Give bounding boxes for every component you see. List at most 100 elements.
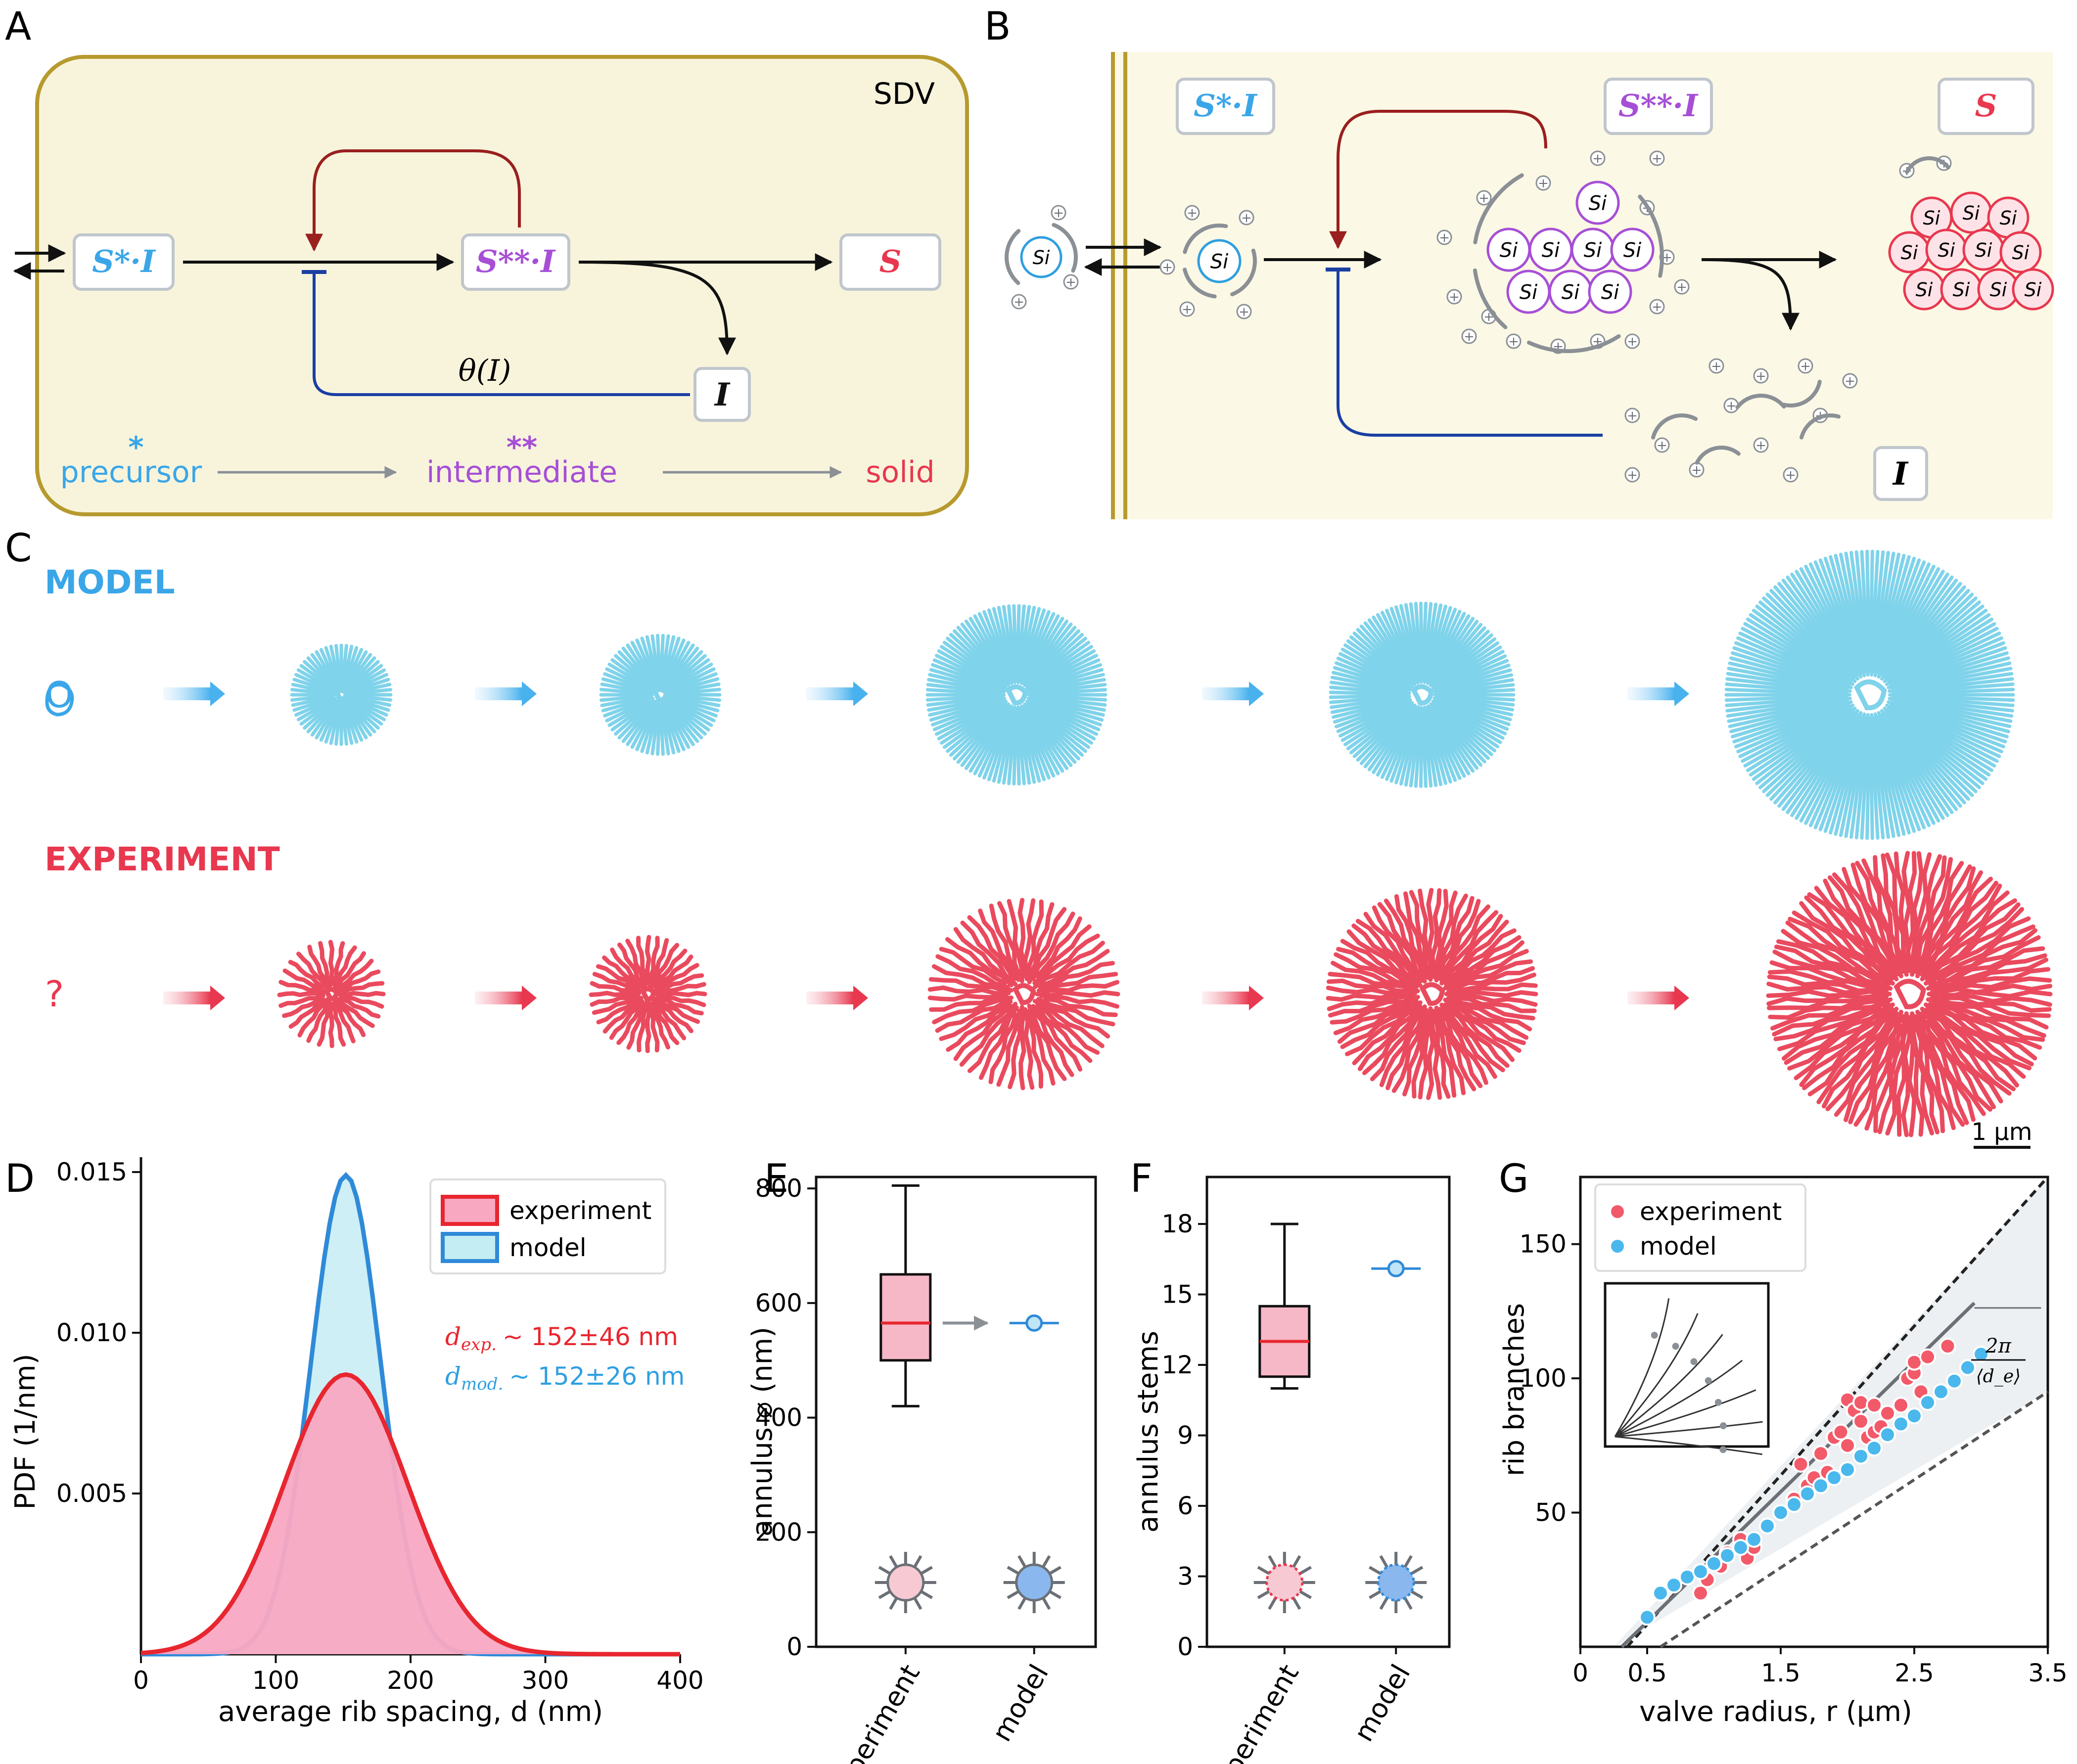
f-icon-stem xyxy=(1369,1566,1382,1576)
rib xyxy=(1434,1010,1457,1098)
d-y-tick-label: 0.005 xyxy=(56,1479,127,1508)
g-inset-node xyxy=(1714,1399,1722,1406)
rib xyxy=(942,704,1003,749)
rib xyxy=(277,991,323,997)
rib xyxy=(1920,883,2002,982)
rib xyxy=(1895,636,2003,685)
model-stage-arrowhead xyxy=(522,681,537,706)
plus-charge xyxy=(1051,205,1066,221)
rib xyxy=(1738,632,1841,682)
rib xyxy=(1885,570,1945,668)
rib xyxy=(607,699,651,727)
rib xyxy=(1865,549,1871,663)
e-icon-stem xyxy=(878,1589,891,1599)
rib xyxy=(939,947,1007,986)
panel-g-letter: G xyxy=(1499,1157,1528,1201)
rib xyxy=(1872,723,1890,839)
rib xyxy=(1726,672,1842,692)
rib xyxy=(997,606,1015,678)
rib xyxy=(1385,1011,1425,1090)
si-label: Si xyxy=(2000,207,2017,229)
rib xyxy=(670,701,710,732)
rib xyxy=(669,662,713,690)
plus-charge xyxy=(1184,205,1200,221)
g-xlabel: valve radius, r (µm) xyxy=(1639,1696,1912,1728)
d-mod-stat: dmod.~ 152±26 nm xyxy=(445,1362,685,1394)
rib xyxy=(1896,703,2007,744)
rib xyxy=(1007,712,1017,785)
inhibitor-chain xyxy=(1183,224,1228,254)
rib xyxy=(660,634,670,684)
e-model-point xyxy=(1025,1314,1043,1332)
rib xyxy=(338,994,384,1009)
rib xyxy=(1834,723,1864,836)
annulus xyxy=(1893,979,1926,1009)
rib xyxy=(1031,702,1096,741)
plus-charge-label: + xyxy=(1065,275,1076,290)
rib xyxy=(939,999,1013,1041)
rib xyxy=(1035,695,1107,707)
d-xlabel: average rib spacing, d (nm) xyxy=(218,1696,603,1728)
e-y-tick-label: 0 xyxy=(786,1632,802,1661)
rib xyxy=(1932,1000,2045,1042)
model-stage-arrowhead xyxy=(853,681,868,706)
rib xyxy=(318,941,332,990)
rib xyxy=(1901,851,1912,963)
g-point-model xyxy=(1839,1461,1856,1478)
rib xyxy=(1937,928,2037,982)
rib xyxy=(1328,995,1420,1018)
rib xyxy=(937,649,1002,687)
rib xyxy=(1725,682,1838,694)
rib xyxy=(927,993,1004,1002)
plus-charge-label: + xyxy=(1478,191,1489,206)
rib xyxy=(1441,695,1515,707)
rib xyxy=(340,703,348,746)
g-point-experiment xyxy=(1852,1413,1869,1430)
rib xyxy=(1032,941,1105,990)
rib xyxy=(935,954,1010,990)
g-point-experiment xyxy=(1692,1584,1709,1602)
g-point-model xyxy=(1732,1539,1749,1556)
rib xyxy=(1035,916,1082,979)
d-x-tick-label: 300 xyxy=(522,1666,569,1695)
theta-label: θ(I) xyxy=(459,354,511,388)
rib xyxy=(1041,980,1119,994)
rib xyxy=(600,682,648,694)
rib xyxy=(1807,892,1891,975)
rib xyxy=(1901,695,2015,707)
rib xyxy=(1443,1012,1488,1085)
rib xyxy=(1891,713,1981,789)
plus-charge-label: + xyxy=(1053,206,1064,221)
rib xyxy=(592,972,643,994)
model-heading: MODEL xyxy=(45,563,175,601)
f-icon-stem xyxy=(1268,1555,1277,1569)
rib xyxy=(592,995,641,1015)
si-label: Si xyxy=(1923,207,1940,229)
rib xyxy=(1432,889,1449,980)
b-box-i-label: I xyxy=(1892,455,1909,493)
rib xyxy=(1033,697,1105,717)
f-icon-stem xyxy=(1403,1596,1413,1610)
e-y-tick-label: 800 xyxy=(755,1174,802,1203)
legend-intermediate: intermediate xyxy=(426,455,617,490)
plus-charge-label: + xyxy=(1162,260,1173,275)
plus-charge-label: + xyxy=(1652,300,1662,315)
rib xyxy=(603,672,650,692)
box-s xyxy=(839,233,941,291)
g-point-model xyxy=(1959,1359,1976,1376)
si-particle xyxy=(1020,236,1062,278)
panel-d-letter: D xyxy=(5,1157,35,1201)
rib xyxy=(1351,923,1420,984)
rib xyxy=(1015,714,1021,786)
g-x-tick-label: 0.5 xyxy=(1627,1659,1667,1687)
f-y-tick-label: 18 xyxy=(1161,1210,1193,1238)
d-x-tick-label: 100 xyxy=(252,1666,299,1695)
box-s1-label: S*·I xyxy=(92,243,156,279)
rib xyxy=(599,694,650,702)
inhibitor-chain xyxy=(1183,268,1217,299)
model-stage-arrowhead xyxy=(1249,681,1264,706)
rib xyxy=(1449,940,1524,986)
rib xyxy=(288,997,326,1029)
